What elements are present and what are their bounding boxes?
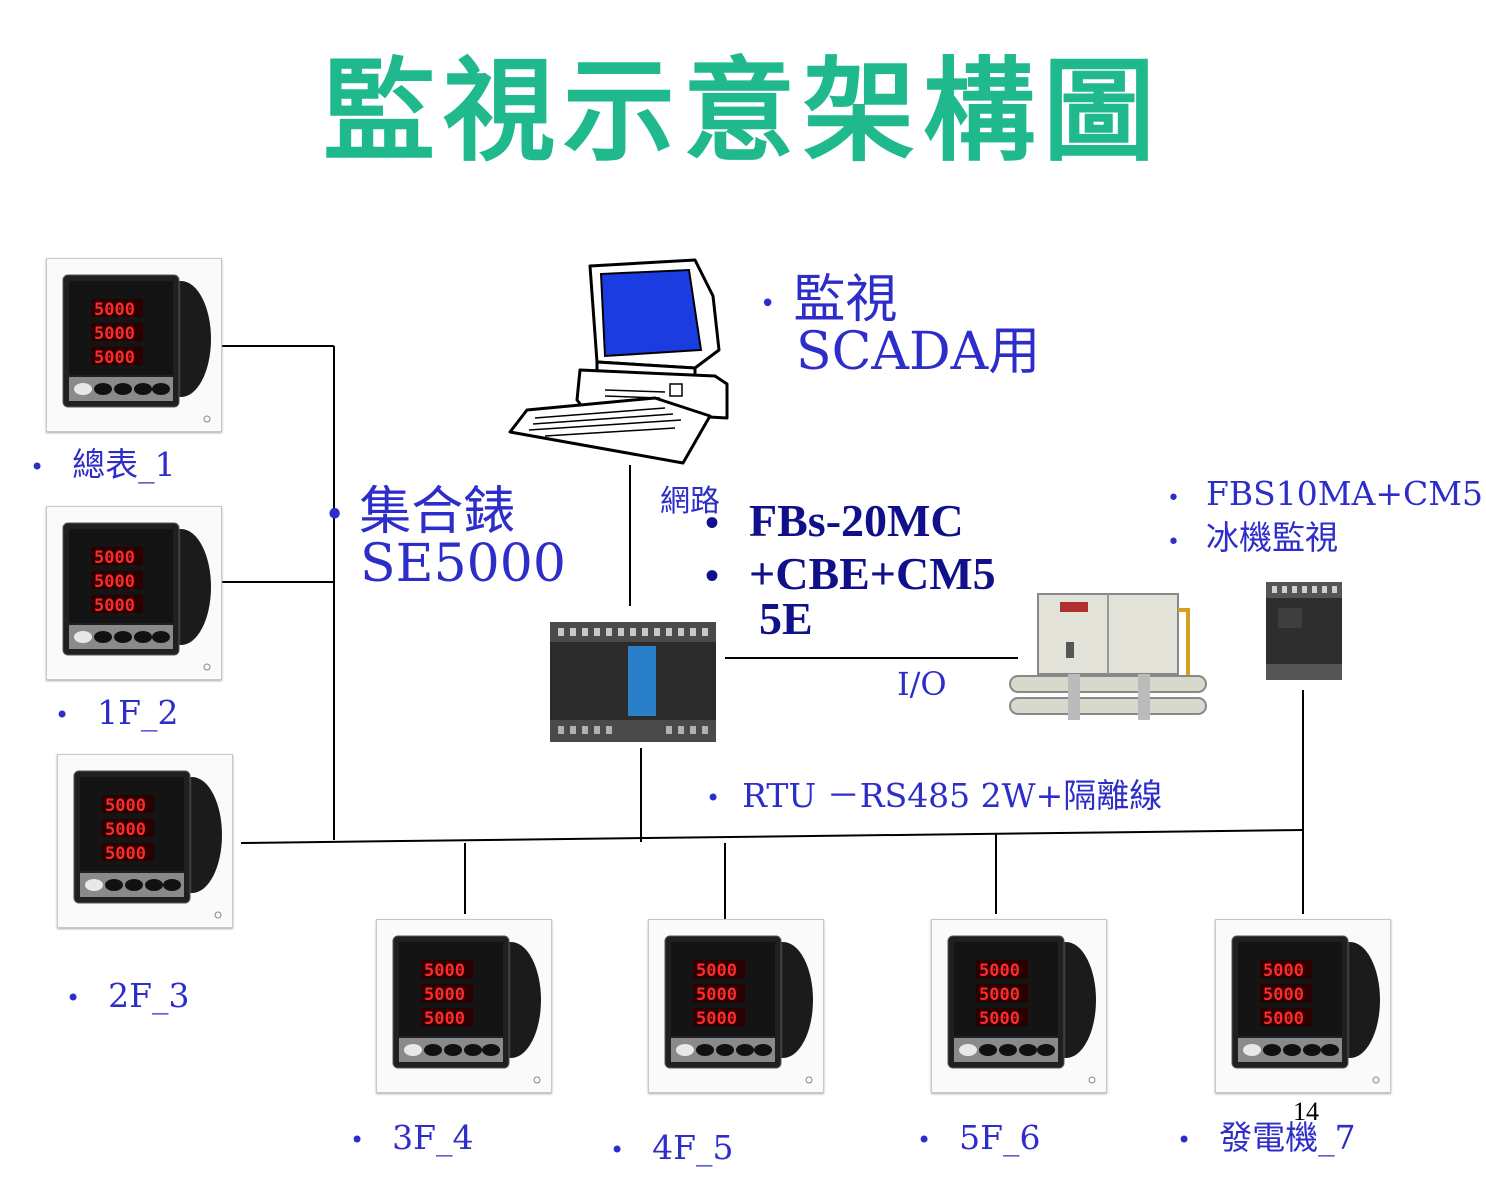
bullet: • — [324, 494, 346, 536]
meter-led-reading: 5000 — [696, 1009, 737, 1029]
bullet: • — [610, 1136, 625, 1164]
meter-image: 5000 5000 5000 — [376, 919, 552, 1093]
rtu-label: •RTU －RS485 2W+隔離線 — [706, 776, 1163, 815]
meter-group-label: •集合錶 SE5000 — [324, 482, 566, 594]
bullet: • — [705, 500, 720, 545]
meter-led-reading: 5000 — [424, 985, 465, 1005]
bullet: • — [760, 288, 776, 319]
page-title: 監視示意架構圖 — [323, 47, 1163, 177]
bullet: • — [1167, 529, 1180, 555]
meter-led-reading: 5000 — [94, 572, 135, 592]
meter-led-reading: 5000 — [94, 596, 135, 616]
meter-label: •發電機_7 — [1177, 1118, 1356, 1157]
bullet: • — [55, 701, 70, 729]
meter-led-reading: 5000 — [1263, 961, 1304, 981]
bullet: • — [705, 552, 720, 598]
meter-led-reading: 5000 — [979, 961, 1020, 981]
meter-led-reading: 5000 — [105, 796, 146, 816]
bullet: • — [350, 1126, 365, 1154]
scada-label: •監視 SCADA用 — [760, 270, 1041, 382]
meter-label: •2F_3 — [66, 976, 190, 1015]
bullet: • — [917, 1126, 932, 1154]
bullet: • — [30, 453, 45, 481]
bullet: • — [1177, 1126, 1192, 1154]
meter-label: •總表_1 — [30, 445, 176, 484]
meter-led-reading: 5000 — [696, 961, 737, 981]
bullet: • — [706, 784, 721, 812]
meter-led-reading: 5000 — [105, 820, 146, 840]
bullet: • — [66, 984, 81, 1012]
meter-label: •3F_4 — [350, 1118, 474, 1157]
meter-led-reading: 5000 — [979, 985, 1020, 1005]
meter-label: •5F_6 — [917, 1118, 1041, 1157]
bullet: • — [1167, 486, 1180, 511]
meter-led-reading: 5000 — [94, 300, 135, 320]
chiller-icon — [1009, 593, 1207, 720]
meter-image: 5000 5000 5000 — [57, 754, 233, 928]
meter-image: 5000 5000 5000 — [1215, 919, 1391, 1093]
meter-image: 5000 5000 5000 — [46, 506, 222, 680]
io-label: I/O — [897, 665, 947, 703]
plc-spec-label: •FBs-20MC •+CBE+CM5 5E — [705, 495, 996, 644]
meter-led-reading: 5000 — [979, 1009, 1020, 1029]
plc-icon — [550, 622, 716, 742]
meter-label: •4F_5 — [610, 1128, 734, 1167]
meter-label: •1F_2 — [55, 693, 179, 732]
meter-image: 5000 5000 5000 — [648, 919, 824, 1093]
meter-led-reading: 5000 — [696, 985, 737, 1005]
meter-led-reading: 5000 — [105, 844, 146, 864]
meter-led-reading: 5000 — [94, 324, 135, 344]
meter-led-reading: 5000 — [94, 548, 135, 568]
computer-icon — [508, 258, 729, 465]
chiller-spec-label: •FBS10MA+CM5 •冰機監視 — [1167, 474, 1484, 557]
meter-led-reading: 5000 — [94, 348, 135, 368]
meter-led-reading: 5000 — [424, 961, 465, 981]
controller-icon — [1266, 582, 1342, 680]
network-label: 網路 — [660, 484, 720, 519]
meter-led-reading: 5000 — [1263, 985, 1304, 1005]
meter-led-reading: 5000 — [424, 1009, 465, 1029]
meter-led-reading: 5000 — [1263, 1009, 1304, 1029]
page-number: 14 — [1293, 1097, 1319, 1126]
meter-image: 5000 5000 5000 — [46, 258, 222, 432]
meter-image: 5000 5000 5000 — [931, 919, 1107, 1093]
